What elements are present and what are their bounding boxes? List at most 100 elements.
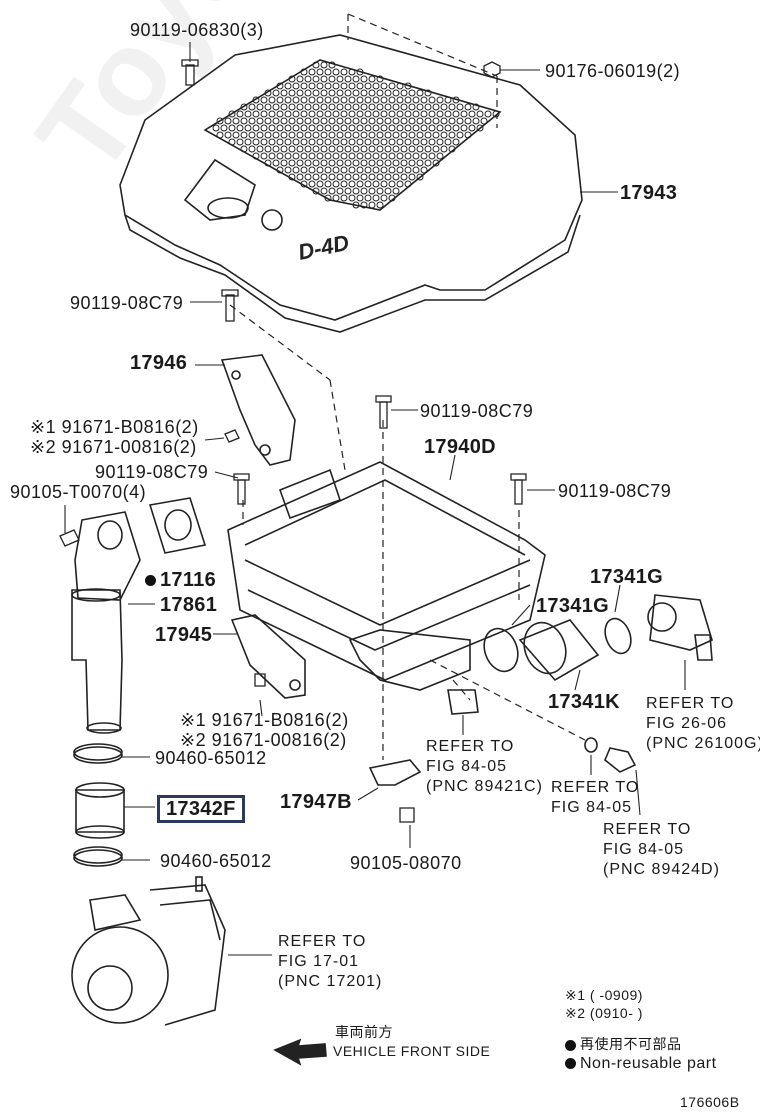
mesh-cell [432, 117, 440, 125]
mesh-cell [480, 117, 488, 125]
mesh-cell [408, 173, 416, 181]
mesh-cell [332, 138, 340, 146]
mesh-cell [296, 75, 304, 83]
mesh-cell [340, 138, 348, 146]
mesh-cell [372, 110, 380, 118]
mesh-cell [424, 145, 432, 153]
part-label: ※1 91671-B0816(2) ※2 91671-00816(2) [30, 417, 199, 457]
mesh-cell [232, 131, 240, 139]
mesh-cell [272, 145, 280, 153]
front-side-jp: 車両前方 [335, 1024, 393, 1040]
variant-note-1: ※1 ( -0909) [565, 987, 643, 1003]
mesh-cell [408, 145, 416, 153]
mesh-cell [332, 152, 340, 160]
mesh-cell [416, 117, 424, 125]
mesh-cell [316, 110, 324, 118]
mesh-cell [276, 82, 284, 90]
mesh-cell [280, 131, 288, 139]
mesh-cell [440, 103, 448, 111]
intercooler-drawing [227, 461, 546, 691]
mesh-cell [284, 166, 292, 174]
mesh-cell [404, 110, 412, 118]
mesh-cell [276, 110, 284, 118]
mesh-cell [384, 103, 392, 111]
mesh-cell [212, 124, 220, 132]
mesh-cell [424, 159, 432, 167]
mesh-cell [276, 124, 284, 132]
mesh-cell [316, 82, 324, 90]
mesh-cell [408, 117, 416, 125]
refer-to-note: REFER TO FIG 26-06 (PNC 26100G) [646, 694, 760, 754]
mesh-cell [436, 152, 444, 160]
mesh-cell [388, 138, 396, 146]
mesh-cell [340, 96, 348, 104]
mesh-cell [376, 187, 384, 195]
mesh-cell [392, 89, 400, 97]
mesh-cell [336, 103, 344, 111]
mesh-cell [256, 103, 264, 111]
mesh-cell [424, 103, 432, 111]
mesh-cell [320, 89, 328, 97]
mesh-cell [392, 173, 400, 181]
mesh-cell [340, 110, 348, 118]
mesh-cell [348, 194, 356, 202]
mesh-cell [420, 166, 428, 174]
mesh-cell [364, 96, 372, 104]
mesh-cell [448, 103, 456, 111]
mesh-cell [356, 124, 364, 132]
mesh-cell [288, 89, 296, 97]
refer-to-note: REFER TO FIG 17-01 (PNC 17201) [278, 932, 382, 992]
mesh-cell [452, 124, 460, 132]
mesh-cell [236, 110, 244, 118]
mesh-cell [280, 89, 288, 97]
part-label: 17116 [145, 570, 216, 590]
mesh-cell [464, 103, 472, 111]
mesh-cell [368, 131, 376, 139]
mesh-cell [448, 117, 456, 125]
mesh-cell [376, 89, 384, 97]
part-number: 17116 [160, 569, 217, 591]
mesh-cell [448, 145, 456, 153]
mesh-cell [288, 173, 296, 181]
mesh-cell [336, 117, 344, 125]
bracket-17946-drawing [220, 354, 296, 466]
mesh-cell [288, 131, 296, 139]
mesh-cell [240, 103, 248, 111]
mesh-cell [376, 173, 384, 181]
mesh-cell [320, 117, 328, 125]
mesh-cell [404, 124, 412, 132]
part-label: 90119-06830(3) [130, 20, 264, 40]
mesh-cell [332, 82, 340, 90]
mesh-cell [264, 89, 272, 97]
mesh-cell [228, 124, 236, 132]
mesh-cell [360, 187, 368, 195]
mesh-cell [360, 201, 368, 209]
mesh-cell [264, 159, 272, 167]
mesh-cell [348, 68, 356, 76]
mesh-cell [360, 173, 368, 181]
mesh-cell [428, 124, 436, 132]
mesh-cell [240, 117, 248, 125]
mesh-cell [356, 180, 364, 188]
mesh-cell [276, 138, 284, 146]
mesh-cell [300, 138, 308, 146]
mesh-cell [444, 110, 452, 118]
mesh-cell [216, 117, 224, 125]
refer-to-note: REFER TO FIG 84-05 (PNC 89421C) [426, 737, 543, 797]
mesh-cell [260, 138, 268, 146]
mesh-cell [420, 138, 428, 146]
mesh-cell [396, 180, 404, 188]
mesh-cell [304, 75, 312, 83]
mesh-cell [428, 110, 436, 118]
ref-line: REFER TO [646, 695, 735, 712]
mesh-cell [392, 131, 400, 139]
mesh-cell [348, 138, 356, 146]
mesh-cell [276, 152, 284, 160]
mesh-cell [312, 117, 320, 125]
mesh-cell [428, 96, 436, 104]
mesh-cell [384, 145, 392, 153]
mesh-cell [376, 117, 384, 125]
mesh-cell [432, 159, 440, 167]
part-label: 17947B [280, 791, 352, 813]
